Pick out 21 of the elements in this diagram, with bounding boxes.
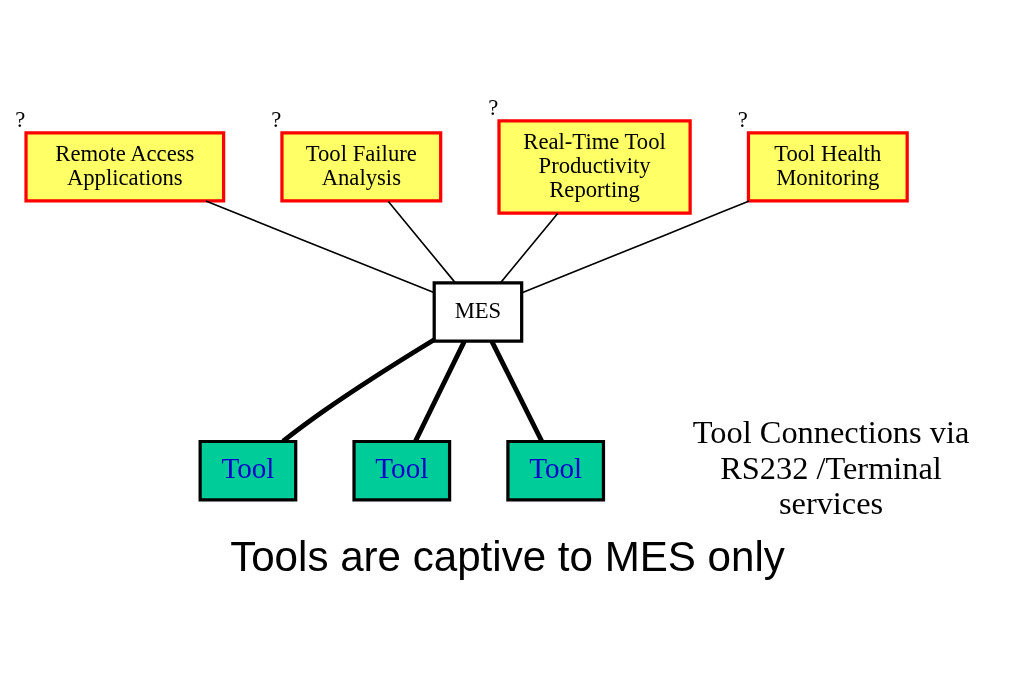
node-label: ? (271, 106, 282, 132)
node-label: ? (737, 106, 748, 132)
node-box: Remote Access Applications (24, 130, 226, 203)
node-label: ? (488, 94, 499, 120)
node-box: Tool Health Monitoring (746, 130, 909, 203)
connector (499, 212, 559, 283)
connector (281, 337, 436, 443)
node-box: Tool (506, 439, 606, 501)
node-box: Tool (198, 439, 298, 501)
node-box: MES (432, 280, 524, 343)
connector (387, 200, 456, 283)
label: Tool Connections via RS232 /Terminal services (692, 413, 970, 521)
node-label: ? (15, 106, 26, 132)
connector (205, 199, 435, 293)
caption: Tools are captive to MES only (230, 532, 785, 580)
connector (489, 339, 545, 443)
node-box: Tool Failure Analysis (280, 130, 443, 203)
node-box: Real-Time Tool Productivity Reporting (497, 118, 692, 215)
node-box: Tool (352, 439, 452, 501)
connector (521, 199, 750, 293)
connector (413, 339, 467, 443)
